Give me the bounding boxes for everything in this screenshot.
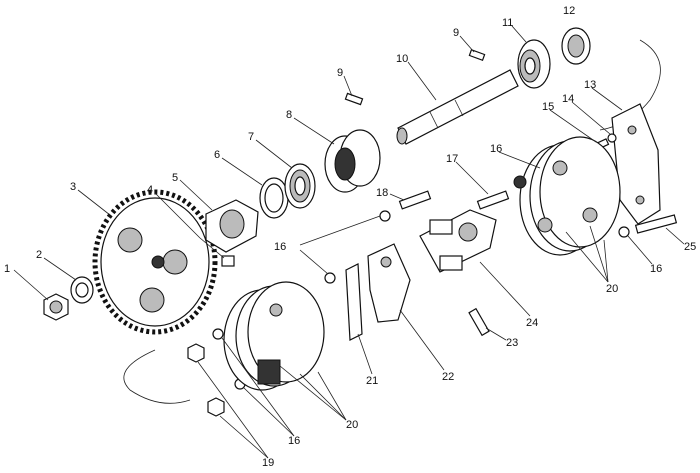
label-19: 19 <box>262 457 274 469</box>
part-16-washer <box>324 272 336 284</box>
label-10: 10 <box>396 53 408 65</box>
label-12: 12 <box>563 5 575 17</box>
label-20: 20 <box>606 283 618 295</box>
label-16: 16 <box>490 143 502 155</box>
label-25: 25 <box>684 241 696 253</box>
label-20: 20 <box>346 419 358 431</box>
label-7: 7 <box>248 131 254 143</box>
part-19-nut <box>187 343 205 363</box>
part-6-ring <box>259 177 289 219</box>
label-11: 11 <box>502 17 513 29</box>
label-23: 23 <box>506 337 518 349</box>
label-16: 16 <box>274 241 286 253</box>
part-13-bracket <box>611 103 661 225</box>
part-16-disk-stack <box>513 136 621 256</box>
rotation-arrow-icon <box>123 349 191 404</box>
part-9-key <box>344 92 364 106</box>
label-14: 14 <box>562 93 574 105</box>
part-22-cam <box>367 243 411 323</box>
label-22: 22 <box>442 371 454 383</box>
part-2-washer <box>70 276 94 304</box>
part-25-bolt <box>634 214 678 234</box>
label-3: 3 <box>70 181 76 193</box>
part-17-bolt <box>476 190 510 210</box>
part-23-bolt <box>468 307 490 337</box>
label-21: 21 <box>366 375 378 387</box>
part-12-bearing <box>561 27 591 65</box>
label-9: 9 <box>337 67 343 79</box>
label-5: 5 <box>172 172 178 184</box>
label-4: 4 <box>147 184 153 196</box>
part-10-shaft <box>396 69 519 145</box>
part-20-disk-stack <box>223 281 325 391</box>
label-6: 6 <box>214 149 220 161</box>
label-2: 2 <box>36 249 42 261</box>
label-1: 1 <box>4 263 10 275</box>
part-16-washer <box>618 226 630 238</box>
part-7-bearing <box>284 163 316 209</box>
part-16-washer <box>212 328 224 340</box>
part-3-gear <box>92 189 218 335</box>
part-14-washer <box>607 133 617 143</box>
label-16: 16 <box>650 263 662 275</box>
label-13: 13 <box>584 79 596 91</box>
label-16: 16 <box>288 435 300 447</box>
part-8-roller-bearing <box>324 129 381 193</box>
part-9-key <box>468 49 486 61</box>
label-9: 9 <box>453 27 459 39</box>
label-18: 18 <box>376 187 388 199</box>
leader-lines <box>13 25 685 459</box>
label-8: 8 <box>286 109 292 121</box>
part-1-nut <box>43 293 69 321</box>
part-21-plate <box>345 263 363 341</box>
label-17: 17 <box>446 153 458 165</box>
part-19-nut <box>207 397 225 417</box>
part-16-washer <box>379 210 391 222</box>
part-24-lever <box>419 209 497 273</box>
label-24: 24 <box>526 317 538 329</box>
part-4-bolt <box>199 237 235 267</box>
part-11-bearing <box>517 39 551 89</box>
label-15: 15 <box>542 101 554 113</box>
part-18-bolt <box>398 190 432 210</box>
part-5-flange <box>205 199 259 253</box>
